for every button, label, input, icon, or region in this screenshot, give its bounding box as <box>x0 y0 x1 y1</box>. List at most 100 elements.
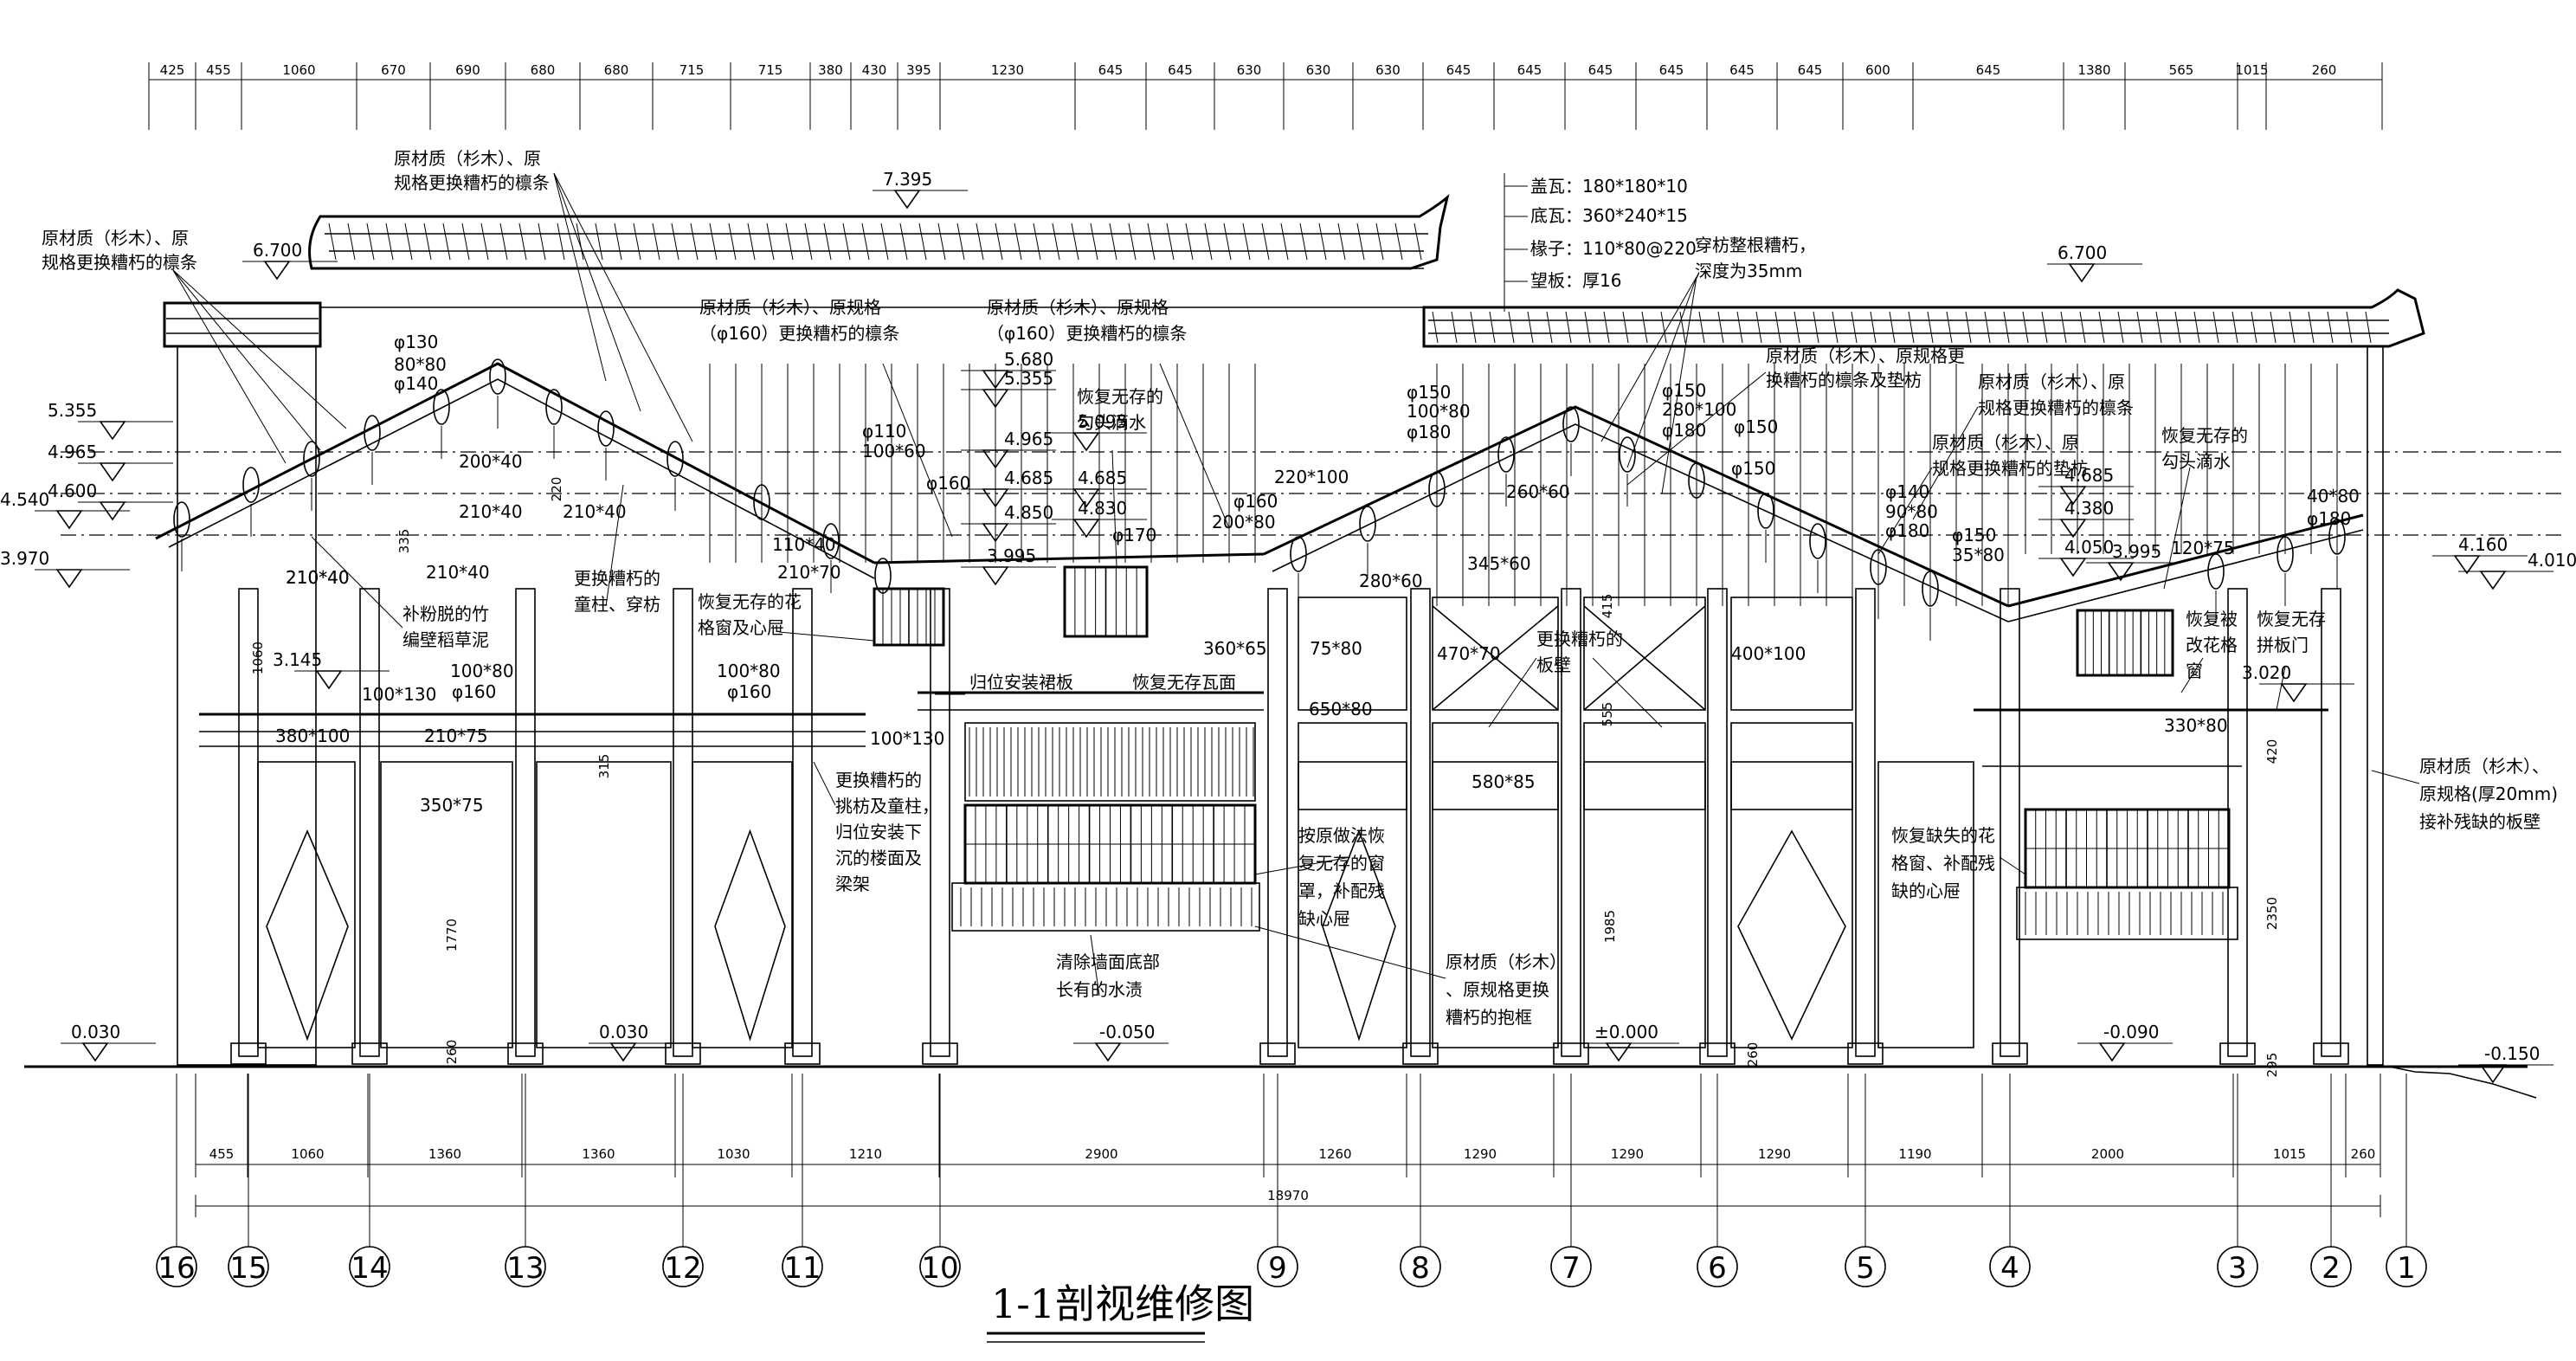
repair-note: 挑枋及童柱， <box>835 796 939 816</box>
member-size-label: 200*80 <box>1212 512 1276 532</box>
roof-tile <box>1527 311 1534 344</box>
repair-note: 穿枋整根糟朽， <box>1695 235 1816 255</box>
top-dimension-label: 645 <box>1446 62 1472 78</box>
member-size-label: φ150 <box>1952 525 1996 545</box>
purlin-end <box>1619 436 1636 473</box>
member-size-label: 120*75 <box>2171 538 2235 558</box>
door-diamond <box>1322 829 1396 1042</box>
roof-tile <box>614 223 622 261</box>
member-size-label: φ160 <box>1233 491 1278 512</box>
roof-tile <box>2117 311 2124 344</box>
column <box>673 588 693 1057</box>
roof-tile <box>1717 311 1724 344</box>
roof-spec-4: 望板：厚16 <box>1530 270 1621 291</box>
member-size-label: φ150 <box>1734 416 1778 437</box>
level-triangle <box>2479 571 2507 590</box>
level-triangle <box>263 261 291 281</box>
repair-note: 勾头滴水 <box>1077 412 1146 433</box>
column-base <box>1699 1042 1736 1065</box>
member-size-label: 210*75 <box>424 726 488 746</box>
roof-tile <box>1603 311 1610 344</box>
roof-tile <box>1299 223 1308 261</box>
level-label: -0.090 <box>2103 1022 2159 1042</box>
leader-line <box>778 631 875 642</box>
vertical-dimension-label: 2350 <box>2264 897 2280 930</box>
wall-panel <box>692 761 793 1048</box>
roof-tile <box>804 223 813 261</box>
axis-label: 8 <box>1411 1251 1430 1286</box>
roof-tile <box>1965 311 1972 344</box>
repair-note: 换糟朽的檩条及垫枋 <box>1766 370 1922 390</box>
repair-note: 原材质（杉木）、 <box>2419 756 2549 777</box>
level-label: 4.685 <box>1078 468 1127 488</box>
repair-note: 糟朽的抱框 <box>1446 1007 1532 1028</box>
roof-tile <box>2079 311 2086 344</box>
purlin-end <box>1562 406 1580 442</box>
repair-note: 深度为35mm <box>1695 261 1802 281</box>
member-size-label: 350*75 <box>420 795 484 816</box>
member-size-label: φ180 <box>1662 420 1706 441</box>
level-label: 0.030 <box>599 1022 648 1042</box>
axis-bubble <box>1400 1246 1441 1287</box>
column <box>1561 588 1581 1057</box>
balustrade <box>951 882 1260 932</box>
level-label: 4.830 <box>1078 498 1127 519</box>
roof-tile <box>1432 311 1439 344</box>
axis-bubble <box>228 1246 269 1287</box>
column-base <box>2313 1042 2349 1065</box>
roof-tile <box>538 223 546 261</box>
purlin-end <box>1809 523 1826 559</box>
wall-panel <box>1583 761 1706 1048</box>
bottom-dimension-label: 2000 <box>2091 1146 2124 1162</box>
member-size-label: 330*80 <box>2164 715 2228 736</box>
roof-tile <box>576 223 584 261</box>
roof-tile <box>2289 311 2296 344</box>
roof-tile <box>956 223 965 261</box>
member-size-label: φ110 <box>862 421 906 442</box>
roof-tile <box>1660 311 1667 344</box>
vertical-dimensions: 1060177026031519852602350295420555415220… <box>250 477 2280 1078</box>
member-size-label: 360*65 <box>1203 638 1267 659</box>
repair-note: 更换糟朽的 <box>835 770 922 790</box>
roof-tile <box>2327 311 2334 344</box>
axis-label: 14 <box>351 1251 388 1286</box>
member-size-label: 100*130 <box>870 728 944 749</box>
purlin-end <box>1870 549 1887 585</box>
column-base <box>230 1042 267 1065</box>
roof-tile <box>1204 223 1213 261</box>
roof-tile <box>347 223 356 261</box>
roof-tile <box>2174 311 2181 344</box>
axis-label: 11 <box>783 1251 821 1286</box>
roof-tile <box>2270 311 2277 344</box>
level-triangle <box>55 569 83 589</box>
roof-tile <box>2231 311 2238 344</box>
vertical-dimension-label: 260 <box>1745 1042 1761 1068</box>
roof-tile <box>1185 223 1194 261</box>
roof-tile <box>1280 223 1289 261</box>
member-size-label: 210*40 <box>563 501 627 522</box>
level-triangle <box>55 510 83 530</box>
repair-note: 长有的水渍 <box>1056 979 1143 1000</box>
level-label: 3.145 <box>273 649 322 670</box>
level-triangle <box>2059 519 2087 539</box>
repair-note: 原材质（杉木）、原规格 <box>699 297 881 318</box>
axis-bubble <box>349 1246 390 1287</box>
roof-tile <box>1033 223 1041 261</box>
bottom-dimension-label: 260 <box>2351 1146 2376 1162</box>
repair-note: 格窗及心屉 <box>698 617 784 638</box>
axis-label: 10 <box>921 1251 958 1286</box>
roof-tile <box>1414 223 1422 261</box>
roof-tile <box>1870 311 1877 344</box>
roof-tile <box>1014 223 1022 261</box>
member-size-label: 210*40 <box>286 567 350 588</box>
column-base <box>784 1042 821 1065</box>
roof-spec-2: 底瓦：360*240*15 <box>1530 205 1688 226</box>
level-label: 7.395 <box>883 169 932 190</box>
roof-tile <box>690 223 699 261</box>
repair-note: 按原做法恢 <box>1298 825 1385 846</box>
roof-tile <box>1546 311 1553 344</box>
column <box>1267 588 1288 1057</box>
roof-tile <box>1641 311 1648 344</box>
level-label: 5.355 <box>48 400 97 421</box>
